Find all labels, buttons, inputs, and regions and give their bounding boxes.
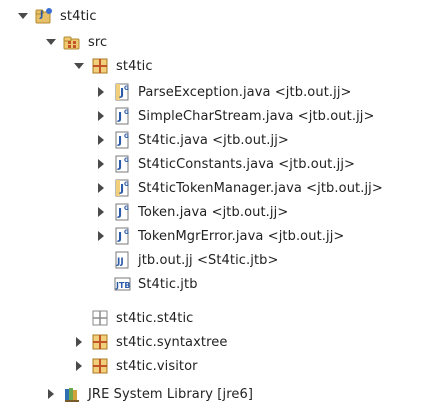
file-label: St4ticTokenManager.java <jtb.out.jj> (138, 180, 383, 196)
expanded-chevron-icon[interactable] (44, 35, 58, 49)
expanded-chevron-icon[interactable] (72, 59, 86, 73)
package-icon (90, 332, 110, 352)
java-file-icon: J G (112, 130, 132, 150)
tree-item-file[interactable]: JJ jtb.out.jj <St4tic.jtb> (0, 248, 421, 272)
tree-item-src[interactable]: src (0, 30, 421, 54)
tree-item-file[interactable]: J G TokenMgrError.java <jtb.out.jj> (0, 224, 421, 248)
svg-text:J: J (117, 206, 122, 219)
package-label: st4tic.syntaxtree (116, 334, 228, 350)
package-icon (90, 356, 110, 376)
file-label: TokenMgrError.java <jtb.out.jj> (138, 228, 345, 244)
svg-text:J: J (117, 230, 122, 243)
svg-text:J: J (117, 158, 122, 171)
source-folder-icon (62, 32, 82, 52)
java-file-icon: J G (112, 178, 132, 198)
svg-text:J: J (119, 86, 124, 99)
package-label: st4tic.st4tic (116, 310, 194, 326)
package-label: st4tic.visitor (116, 358, 198, 374)
tree-item-package-syntaxtree[interactable]: st4tic.syntaxtree (0, 330, 421, 354)
collapsed-chevron-icon[interactable] (94, 133, 108, 147)
svg-text:G: G (124, 85, 129, 92)
svg-text:G: G (124, 181, 129, 188)
tree-item-jre-library[interactable]: JRE System Library [jre6] (0, 382, 421, 406)
collapsed-chevron-icon[interactable] (72, 335, 86, 349)
collapsed-chevron-icon[interactable] (94, 205, 108, 219)
tree-item-project[interactable]: J st4tic (0, 4, 421, 28)
tree-item-package-st4tic-st4tic[interactable]: st4tic.st4tic (0, 306, 421, 330)
svg-text:G: G (124, 133, 129, 140)
java-project-icon: J (34, 6, 54, 26)
jtb-file-icon: JTB (112, 274, 132, 294)
collapsed-chevron-icon[interactable] (94, 85, 108, 99)
file-label: jtb.out.jj <St4tic.jtb> (138, 252, 279, 268)
file-label: Token.java <jtb.out.jj> (138, 204, 289, 220)
project-label: st4tic (60, 8, 97, 24)
file-label: SimpleCharStream.java <jtb.out.jj> (138, 108, 375, 124)
no-chevron-spacer (72, 311, 86, 325)
src-label: src (88, 34, 108, 50)
no-chevron-spacer (94, 277, 108, 291)
file-label: ParseException.java <jtb.out.jj> (138, 84, 352, 100)
svg-text:G: G (124, 109, 129, 116)
java-file-icon: J G (112, 106, 132, 126)
svg-text:G: G (124, 229, 129, 236)
tree-item-package-visitor[interactable]: st4tic.visitor (0, 354, 421, 378)
tree-item-package-st4tic[interactable]: st4tic (0, 54, 421, 78)
java-file-icon: J G (112, 202, 132, 222)
file-label: St4tic.java <jtb.out.jj> (138, 132, 289, 148)
no-chevron-spacer (94, 253, 108, 267)
collapsed-chevron-icon[interactable] (94, 181, 108, 195)
library-icon (62, 384, 82, 404)
expanded-chevron-icon[interactable] (16, 9, 30, 23)
tree-item-file[interactable]: J G SimpleCharStream.java <jtb.out.jj> (0, 104, 421, 128)
svg-text:G: G (124, 205, 129, 212)
tree-item-file[interactable]: JTB St4tic.jtb (0, 272, 421, 296)
java-file-icon: J G (112, 82, 132, 102)
file-label: St4tic.jtb (138, 276, 198, 292)
tree-item-file[interactable]: J G St4ticConstants.java <jtb.out.jj> (0, 152, 421, 176)
tree-item-file[interactable]: J G St4ticTokenManager.java <jtb.out.jj> (0, 176, 421, 200)
collapsed-chevron-icon[interactable] (94, 109, 108, 123)
java-file-icon: J G (112, 226, 132, 246)
collapsed-chevron-icon[interactable] (72, 359, 86, 373)
svg-text:J: J (117, 134, 122, 147)
file-label: St4ticConstants.java <jtb.out.jj> (138, 156, 356, 172)
svg-text:JJ: JJ (116, 257, 124, 267)
tree-item-file[interactable]: J G St4tic.java <jtb.out.jj> (0, 128, 421, 152)
svg-text:J: J (39, 10, 43, 20)
svg-text:G: G (124, 157, 129, 164)
package-label: st4tic (116, 58, 153, 74)
jre-label: JRE System Library [jre6] (88, 386, 253, 402)
svg-text:JTB: JTB (115, 281, 131, 290)
collapsed-chevron-icon[interactable] (94, 157, 108, 171)
svg-text:J: J (117, 110, 122, 123)
jj-file-icon: JJ (112, 250, 132, 270)
svg-text:J: J (119, 182, 124, 195)
empty-package-icon (90, 308, 110, 328)
tree-item-file[interactable]: J G ParseException.java <jtb.out.jj> (0, 80, 421, 104)
tree-item-file[interactable]: J G Token.java <jtb.out.jj> (0, 200, 421, 224)
package-icon (90, 56, 110, 76)
collapsed-chevron-icon[interactable] (44, 387, 58, 401)
java-file-icon: J G (112, 154, 132, 174)
collapsed-chevron-icon[interactable] (94, 229, 108, 243)
